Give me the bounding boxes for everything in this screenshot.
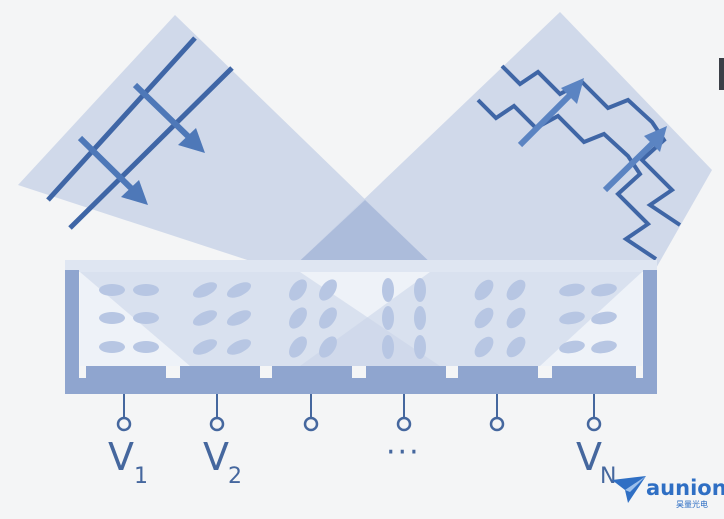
lc-molecule	[133, 312, 159, 324]
lc-molecule	[289, 279, 307, 301]
lc-molecule	[559, 283, 585, 297]
lc-molecule	[99, 341, 125, 353]
lc-molecule	[289, 307, 307, 329]
voltage-leads	[116, 394, 602, 432]
brand-logo: aunion 昊量光电	[612, 476, 724, 509]
lc-molecule	[319, 307, 337, 329]
lc-molecule	[99, 284, 125, 296]
phase-arrow-icon	[517, 78, 584, 148]
lc-molecule	[319, 336, 337, 358]
lc-molecule	[319, 279, 337, 301]
lc-molecule	[192, 282, 218, 298]
lc-molecule	[382, 306, 394, 330]
electrode	[180, 366, 260, 378]
lc-molecule	[591, 311, 617, 325]
lc-molecule	[506, 279, 526, 301]
lc-molecule	[506, 336, 526, 358]
voltage-label-1: V 1	[108, 435, 148, 489]
terminal-icon	[209, 416, 225, 432]
lc-molecule	[133, 341, 159, 353]
lc-cell	[65, 260, 657, 394]
incident-beam	[18, 15, 438, 270]
lc-molecule	[226, 339, 252, 355]
electrode	[552, 366, 636, 378]
phase-arrow-icon	[602, 126, 667, 193]
lc-molecule	[192, 339, 218, 355]
lc-molecule	[414, 278, 426, 302]
voltage-label-2: V 2	[203, 435, 242, 489]
polarization-arrow-icon	[132, 82, 205, 153]
lc-molecule	[382, 335, 394, 359]
electrode	[458, 366, 538, 378]
svg-text:V: V	[203, 435, 229, 479]
svg-text:V: V	[108, 435, 134, 479]
liquid-crystal-molecules	[99, 278, 617, 359]
electrode	[366, 366, 446, 378]
reflected-beam	[290, 12, 712, 270]
lc-molecule	[382, 278, 394, 302]
lc-molecule	[414, 335, 426, 359]
edge-glyph	[719, 58, 724, 90]
svg-text:V: V	[576, 435, 602, 479]
lc-molecule	[133, 284, 159, 296]
lc-molecule	[591, 283, 617, 297]
paper-plane-icon	[612, 476, 646, 503]
lc-molecule	[192, 310, 218, 326]
lc-molecule	[226, 310, 252, 326]
lc-molecule	[474, 336, 494, 358]
terminal-icon	[116, 416, 132, 432]
lc-molecule	[474, 307, 494, 329]
lc-molecule	[474, 279, 494, 301]
terminal-icon	[303, 416, 319, 432]
terminal-icon	[489, 416, 505, 432]
lc-molecule	[591, 340, 617, 354]
lc-molecule	[414, 306, 426, 330]
electrode	[272, 366, 352, 378]
ellipsis: ···	[386, 435, 421, 470]
lc-molecule	[289, 336, 307, 358]
brand-subtitle: 昊量光电	[676, 499, 708, 509]
brand-name: aunion	[646, 476, 724, 500]
svg-text:2: 2	[228, 464, 242, 489]
lc-molecule	[226, 282, 252, 298]
svg-text:N: N	[600, 464, 616, 489]
terminal-icon	[396, 416, 412, 432]
electrode	[86, 366, 166, 378]
lc-molecule	[559, 340, 585, 354]
svg-text:1: 1	[134, 464, 148, 489]
terminal-icon	[586, 416, 602, 432]
lc-molecule	[506, 307, 526, 329]
beam-overlap	[290, 200, 438, 270]
voltage-label-n: V N	[576, 435, 616, 489]
lc-molecule	[99, 312, 125, 324]
lc-molecule	[559, 311, 585, 325]
polarization-arrow-icon	[77, 135, 148, 205]
